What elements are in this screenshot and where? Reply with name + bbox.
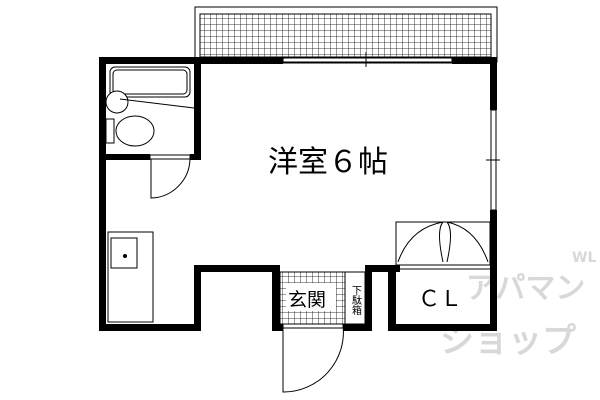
- label-western-room: 洋室６帖: [268, 145, 388, 180]
- bath-door: [149, 154, 191, 199]
- watermark: アパマン ショップ WL: [440, 250, 596, 361]
- watermark-text-1: アパマン: [466, 271, 585, 306]
- entrance: [279, 271, 366, 393]
- closet: [395, 221, 491, 270]
- walls: [99, 57, 497, 331]
- kitchen-sink: [107, 231, 154, 323]
- toilet: [105, 115, 155, 147]
- label-closet: ＣＬ: [418, 287, 462, 312]
- label-shoe-box: 下駄箱: [350, 285, 362, 316]
- watermark-mark: WL: [572, 250, 596, 266]
- balcony: [194, 6, 498, 63]
- windows: [282, 52, 500, 211]
- label-entrance: 玄関: [288, 289, 326, 311]
- bathtub: [105, 66, 195, 114]
